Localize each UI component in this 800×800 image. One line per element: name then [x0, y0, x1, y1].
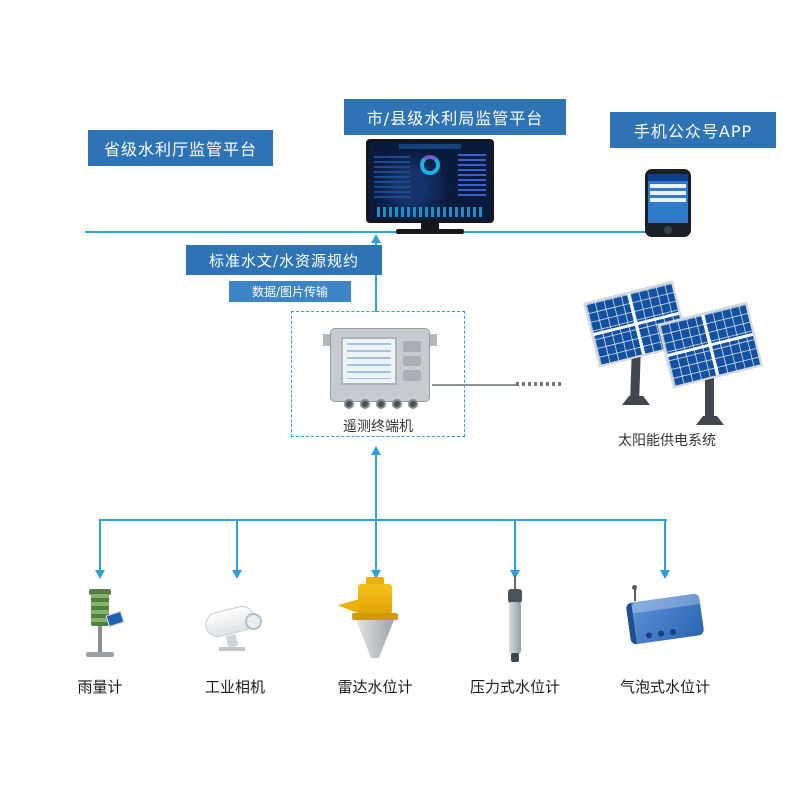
- probe-tip: [511, 653, 519, 662]
- radar-cap: [366, 577, 384, 585]
- down-arrow-icon: [95, 570, 105, 579]
- device-label-rain-gauge: 雨量计: [77, 678, 123, 696]
- branch-line: [99, 521, 101, 571]
- rain-gauge-body: [91, 594, 109, 626]
- bubble-ports: [645, 628, 677, 639]
- rtu-port: [344, 399, 354, 409]
- dashboard-bottom-chart: [377, 207, 483, 217]
- device-label-industrial-camera: 工业相机: [204, 678, 265, 696]
- branch-line: [664, 521, 666, 571]
- solar-pole: [705, 372, 714, 418]
- platform-bus-line: [85, 231, 688, 233]
- solar-system-label: 太阳能供电系统: [618, 433, 716, 449]
- probe-cable: [514, 575, 516, 591]
- up-arrow-icon: [371, 446, 381, 455]
- camera-mount: [225, 633, 239, 649]
- rtu-label: 遥测终端机: [343, 419, 413, 435]
- bubble-antenna-tip: [632, 585, 637, 590]
- rtu-keypad: [403, 341, 421, 381]
- phone-home-button: [664, 226, 672, 234]
- phone-app-header: [648, 174, 688, 181]
- branch-line: [375, 521, 377, 571]
- protocol-label-box: 标准水文/水资源规约: [186, 245, 382, 275]
- rain-gauge-base: [86, 652, 114, 657]
- rain-gauge-icon: [60, 585, 140, 670]
- sensor-bus-line: [99, 519, 667, 521]
- dashboard-right-chart: [458, 154, 486, 198]
- bubble-level-gauge-icon: [620, 585, 715, 660]
- rtu-mount-tab: [323, 334, 331, 346]
- probe-cap: [508, 589, 522, 603]
- monitor-screen: [369, 142, 491, 220]
- phone-screen: [648, 174, 688, 223]
- device-label-pressure-gauge: 压力式水位计: [469, 678, 560, 696]
- bubble-top-face: [631, 593, 701, 614]
- city-county-platform-box: 市/县级水利局监管平台: [344, 99, 566, 135]
- monitor-stand-neck: [421, 223, 439, 229]
- bubble-port: [669, 628, 677, 636]
- antenna-cable: [432, 384, 516, 386]
- monitor-stand-base: [396, 229, 464, 234]
- solar-foot: [622, 396, 650, 405]
- bubble-port: [645, 631, 653, 639]
- dashboard-donut-chart: [420, 155, 440, 175]
- probe-body: [509, 602, 521, 654]
- bubble-antenna: [634, 587, 636, 601]
- rtu-screen: [341, 337, 397, 385]
- industrial-camera-icon: [195, 595, 275, 670]
- dashboard-left-chart: [374, 156, 410, 198]
- camera-lens: [245, 613, 262, 630]
- rtu-cable-ports: [338, 399, 424, 409]
- rtu-port: [392, 399, 402, 409]
- sensors-to-rtu-line: [375, 455, 377, 521]
- rtu-port: [360, 399, 370, 409]
- phone-app-row: [650, 184, 686, 188]
- branch-line: [236, 521, 238, 571]
- rtu-port: [376, 399, 386, 409]
- rtu-mount-tab: [429, 334, 437, 346]
- radar-cone: [356, 620, 394, 658]
- down-arrow-icon: [510, 570, 520, 579]
- rtu-key: [403, 370, 421, 381]
- provincial-platform-box: 省级水利厅监管平台: [88, 130, 273, 166]
- rtu-key: [403, 341, 421, 352]
- mobile-app-box: 手机公众号APP: [610, 112, 776, 148]
- solar-foot: [696, 416, 724, 425]
- rtu-to-platform-line: [375, 243, 377, 312]
- transmission-label-box: 数据/图片传输: [229, 281, 351, 302]
- rain-gauge-cap: [89, 589, 111, 595]
- dashboard-title-bar: [399, 144, 461, 149]
- phone-app-row: [650, 191, 686, 195]
- bubble-port: [657, 630, 665, 638]
- radar-level-gauge-icon: [335, 575, 415, 670]
- device-label-bubble-gauge: 气泡式水位计: [619, 678, 710, 696]
- pressure-level-gauge-icon: [490, 575, 540, 670]
- rtu-port: [408, 399, 418, 409]
- down-arrow-icon: [371, 570, 381, 579]
- camera-base: [219, 647, 245, 651]
- radar-body: [358, 584, 392, 614]
- smartphone-app-icon: [645, 169, 691, 237]
- device-label-radar-gauge: 雷达水位计: [337, 678, 413, 696]
- rain-gauge-pole: [98, 626, 102, 653]
- down-arrow-icon: [660, 570, 670, 579]
- up-arrow-icon: [371, 234, 381, 243]
- phone-app-row: [650, 198, 686, 202]
- rtu-dashed-zone: [291, 311, 465, 437]
- down-arrow-icon: [232, 570, 242, 579]
- rtu-key: [403, 355, 421, 367]
- branch-line: [514, 521, 516, 571]
- rtu-terminal-icon: [330, 328, 430, 402]
- antenna-coil: [516, 382, 562, 386]
- radar-flange: [352, 613, 398, 620]
- rtu-screen-text-lines: [347, 343, 391, 379]
- monitor-dashboard-icon: [366, 139, 494, 223]
- bubble-body: [625, 593, 705, 645]
